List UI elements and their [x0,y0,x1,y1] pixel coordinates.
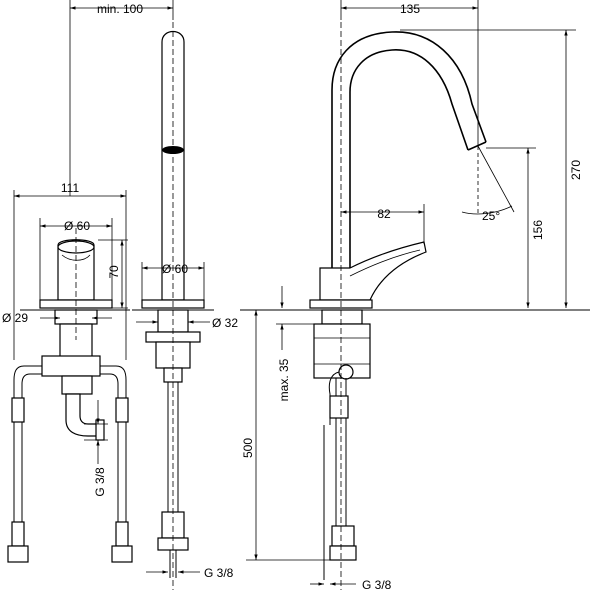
label-70: 70 [107,265,121,279]
elbow-nut [95,419,105,441]
hose-left-outer [13,365,42,545]
label-max35: max. 35 [277,358,291,401]
label-500: 500 [241,438,255,458]
valve-housing [41,355,101,377]
spout-outlet-face [467,141,487,151]
hose-crimp-mid [161,511,185,539]
elbow-outlet [65,393,101,437]
hose-left-inner [21,373,42,545]
label-dia29: Ø 29 [2,311,28,325]
label-g38-right: G 3/8 [362,578,392,592]
hose-crimp-right-top [115,397,129,423]
hose-nut-right-low [329,545,357,561]
left-valve-view [7,228,133,563]
label-g38-left: G 3/8 [93,467,107,497]
spout-outer-curve [331,31,487,268]
label-270: 270 [569,160,583,180]
label-dia32: Ø 32 [212,316,238,330]
spout-tube [161,30,185,301]
right-mixer-view [240,22,590,590]
label-156: 156 [531,220,545,240]
middle-dimensions: min. 100 Ø 60 Ø 32 G 3/8 [69,0,238,580]
hose-crimp-left-bottom [11,521,25,547]
label-g38-mid: G 3/8 [204,566,234,580]
hose-crimp-right-top-b [329,395,349,419]
hose-crimp-right-bottom [115,521,129,547]
label-min100: min. 100 [97,2,143,16]
label-dia60-left: Ø 60 [64,219,90,233]
hose-right-inner [100,373,119,545]
spout-inner-curve [349,49,469,268]
hose-right-curve [328,371,340,425]
valve-outlet [61,375,93,395]
mount-nut-right [321,309,363,325]
hose-nut-left [7,545,29,563]
label-135: 135 [400,2,420,16]
lever-contour [349,249,421,277]
handle-contour [61,254,91,261]
lever-handle [319,241,427,301]
hose-crimp-right-low [331,525,355,547]
hose-crimp-left-top [11,397,25,423]
hose-nut-right [111,545,133,563]
angle-arc [461,205,513,215]
angle-ray [477,145,515,213]
hose-right-outer [100,365,127,545]
left-dimensions: 111 Ø 60 70 Ø 29 G 3/8 [2,181,128,497]
middle-spout-view [132,22,214,590]
label-82: 82 [377,207,391,221]
label-25deg: 25° [482,209,500,223]
right-dimensions: 135 82 25° 156 270 max. 35 500 G 3/8 [241,0,583,592]
label-dia60-mid: Ø 60 [162,262,188,276]
